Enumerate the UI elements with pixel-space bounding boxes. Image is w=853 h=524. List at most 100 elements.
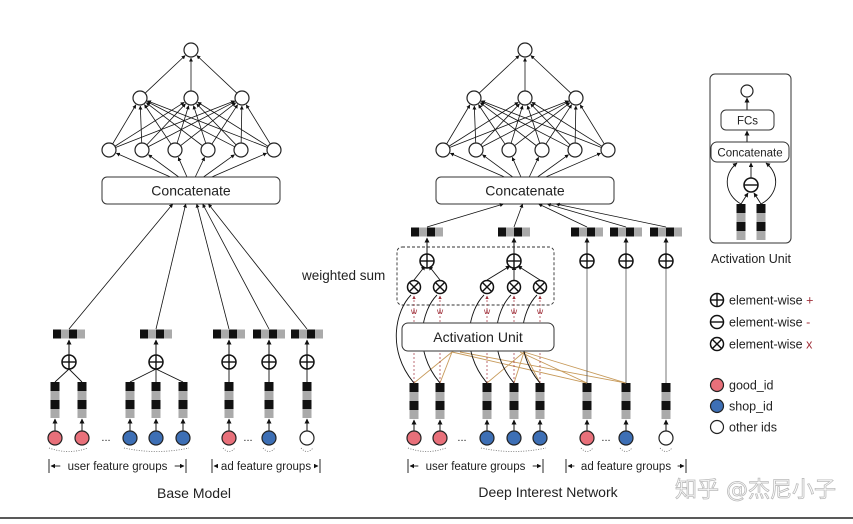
- hidden-node: [468, 142, 484, 158]
- embedding-vector: [610, 227, 642, 237]
- mlp-edge: [530, 103, 571, 146]
- legend-id-item: other ids: [709, 419, 777, 435]
- hidden-node: [233, 142, 249, 158]
- times-circle-icon: [406, 279, 422, 295]
- mlp-input-edge: [211, 152, 268, 178]
- ad-feature-link: [413, 351, 453, 384]
- mlp-edge: [480, 101, 569, 148]
- din-concatenate-box: [435, 176, 615, 205]
- embedding-vector: [224, 382, 234, 418]
- legend-op-suffix: +: [806, 294, 813, 308]
- din-mlp: [435, 42, 616, 178]
- concat-input-edge: [513, 203, 524, 228]
- sum-edge: [413, 265, 426, 281]
- mlp-edge: [480, 102, 537, 147]
- group-bracket-arc: [48, 447, 89, 452]
- mlp-input-edge: [449, 152, 505, 178]
- plus-circle-icon: [261, 354, 277, 370]
- times-circle-icon: [432, 279, 448, 295]
- legend-id-label: other ids: [729, 421, 777, 435]
- mlp-edge: [144, 55, 186, 94]
- embedding-vector: [178, 382, 188, 418]
- embedding-vector: [213, 329, 245, 339]
- activation-unit-detail: FCs Concatenate Activation Unit: [709, 73, 792, 266]
- weighted-sum-box: [396, 246, 555, 306]
- embedding-vector: [756, 204, 766, 240]
- mlp-edge: [112, 104, 137, 145]
- embedding-vector: [53, 329, 85, 339]
- mlp-edge: [192, 105, 207, 144]
- legend-op-item: element-wise -: [709, 314, 810, 330]
- din-concatenate-label: Concatenate: [485, 183, 565, 199]
- embedding-vector: [125, 382, 135, 418]
- mlp-edge: [176, 105, 190, 144]
- mlp-edge: [448, 101, 519, 147]
- base-concatenate-label: Concatenate: [151, 183, 231, 199]
- mlp-edge: [245, 104, 271, 145]
- au-skip-link: [760, 162, 776, 205]
- connector-line: [740, 192, 749, 205]
- legend-id-swatch: [709, 419, 725, 435]
- activation-unit-box: [401, 322, 555, 352]
- hidden-node: [167, 142, 183, 158]
- feature-id-node: [406, 430, 422, 446]
- feature-id-node: [74, 430, 90, 446]
- embedding-vector: [435, 383, 445, 419]
- concat-input-edge: [426, 203, 504, 228]
- concat-input-edge: [208, 203, 308, 330]
- embedding-vector: [411, 227, 443, 237]
- ellipsis: ...: [457, 432, 466, 444]
- mlp-edge: [114, 101, 185, 147]
- concat-input-edge: [155, 203, 187, 330]
- hidden-node: [101, 142, 117, 158]
- feature-id-node: [579, 430, 595, 446]
- plus-circle-icon: [419, 253, 435, 269]
- ellipsis: ...: [601, 432, 610, 444]
- mlp-edge: [472, 105, 477, 144]
- group-bracket-arc: [619, 447, 633, 452]
- times-circle-icon: [506, 279, 522, 295]
- au-inner-ops: [726, 162, 776, 240]
- feature-id-node: [432, 430, 448, 446]
- user-feature-groups-label: user feature groups: [68, 461, 168, 473]
- au-skip-link: [726, 162, 742, 205]
- mlp-edge: [573, 105, 578, 144]
- base-model-title: Base Model: [157, 485, 231, 501]
- legend-id-label: shop_id: [729, 400, 773, 414]
- group-bracket-arc: [222, 447, 236, 452]
- hidden-node: [132, 90, 148, 106]
- sum-edge: [428, 265, 441, 281]
- mlp-input-edge: [511, 156, 522, 178]
- feature-id-node: [175, 430, 191, 446]
- au-output-node: [740, 84, 754, 98]
- hidden-node: [517, 90, 533, 106]
- hidden-node: [501, 142, 517, 158]
- sum-edge: [486, 265, 511, 281]
- activation-unit-detail-title: Activation Unit: [711, 252, 791, 266]
- group-bracket-arc: [659, 447, 673, 452]
- embedding-vector: [264, 382, 274, 418]
- group-bracket-arc: [580, 447, 594, 452]
- ad-feature-link: [486, 351, 525, 384]
- mlp-edge: [480, 103, 520, 146]
- mlp-input-edge: [148, 154, 179, 178]
- group-bracket-arc: [407, 447, 447, 452]
- pool-edge: [155, 368, 184, 383]
- hidden-node: [567, 142, 583, 158]
- legend-id-label: good_id: [729, 379, 774, 393]
- user-feature-groups-label: user feature groups: [426, 461, 526, 473]
- activation-unit-label: Activation Unit: [433, 329, 523, 345]
- times-circle-icon: [709, 336, 725, 352]
- mlp-edge: [115, 100, 235, 148]
- group-bracket-arc: [262, 447, 276, 452]
- mlp-edge: [146, 101, 235, 148]
- fcs-box: [720, 109, 775, 131]
- feature-id-node: [148, 430, 164, 446]
- embedding-vector: [650, 227, 682, 237]
- embedding-vector: [50, 382, 60, 418]
- legend-id-swatch: [709, 377, 725, 393]
